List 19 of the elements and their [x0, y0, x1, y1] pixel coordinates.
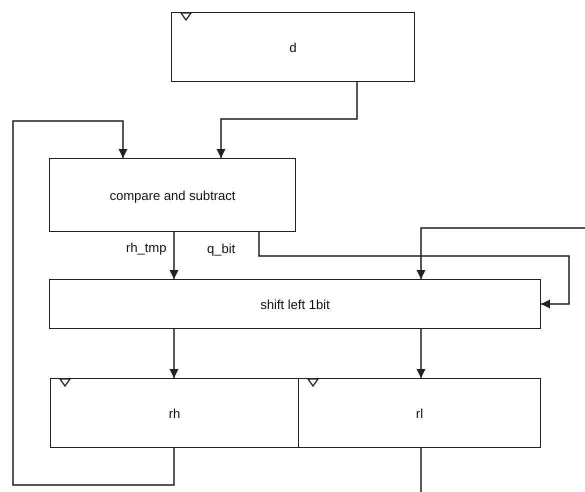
- process-box: [49, 158, 296, 232]
- edge-label: q_bit: [206, 241, 236, 256]
- block-label: shift left 1bit: [260, 296, 330, 312]
- connector-arrow: [170, 232, 178, 279]
- block-label: rl: [416, 406, 424, 420]
- block-label: d: [289, 40, 297, 54]
- register-box: [50, 378, 299, 448]
- process-box: [49, 279, 541, 329]
- block-label: compare and subtract: [110, 188, 236, 202]
- connector-arrow: [12, 120, 175, 486]
- connector-arrow: [170, 329, 178, 378]
- connector-arrow: [258, 232, 570, 308]
- register-box: [171, 12, 415, 82]
- edge-label: rh_tmp: [125, 240, 168, 255]
- connector-arrow: [416, 329, 426, 378]
- connector-arrow: [216, 82, 358, 158]
- block-label: rh: [168, 406, 180, 420]
- register-box: [298, 378, 541, 448]
- connector-arrow: [416, 227, 585, 279]
